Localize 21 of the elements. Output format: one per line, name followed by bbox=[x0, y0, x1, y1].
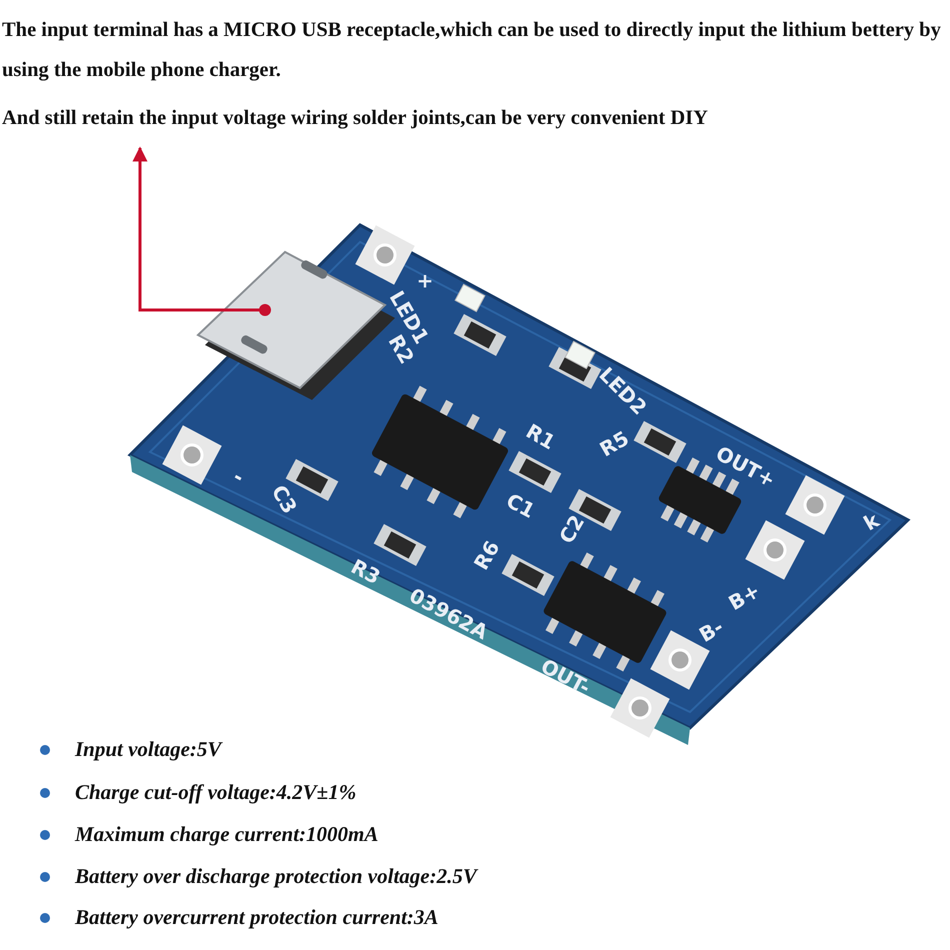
spec-text: Battery over discharge protection voltage:2.5V bbox=[75, 864, 477, 889]
silkscreen-label: k bbox=[859, 508, 883, 536]
description-text: And still retain the input voltage wiring solder joints,can be very convenient DIY bbox=[2, 106, 709, 131]
silkscreen-label: + bbox=[416, 268, 434, 292]
silkscreen-label: - bbox=[229, 464, 248, 490]
silkscreen-label: R3 bbox=[347, 554, 384, 590]
spec-text: Battery overcurrent protection current:3A bbox=[75, 905, 438, 930]
silkscreen-label: C1 bbox=[502, 488, 539, 523]
silkscreen-label: R5 bbox=[596, 426, 633, 462]
spec-text: Charge cut-off voltage:4.2V±1% bbox=[75, 780, 356, 805]
silkscreen-label: R6 bbox=[468, 536, 504, 574]
silkscreen-label: C2 bbox=[554, 510, 590, 548]
silkscreen-label: B+ bbox=[724, 578, 764, 616]
silkscreen-label: OUT- bbox=[537, 654, 594, 700]
silkscreen-label: B- bbox=[695, 614, 728, 647]
description-text: The input terminal has a MICRO USB receptacle,which can be used to directly input the lithium bettery by using the mobile phone charger. bbox=[2, 18, 942, 83]
spec-text: Maximum charge current:1000mA bbox=[75, 822, 378, 847]
spec-text: Input voltage:5V bbox=[75, 737, 222, 762]
silkscreen-label: C3 bbox=[266, 480, 302, 518]
leader-arrow bbox=[132, 146, 271, 316]
silkscreen-label: R1 bbox=[522, 418, 560, 454]
